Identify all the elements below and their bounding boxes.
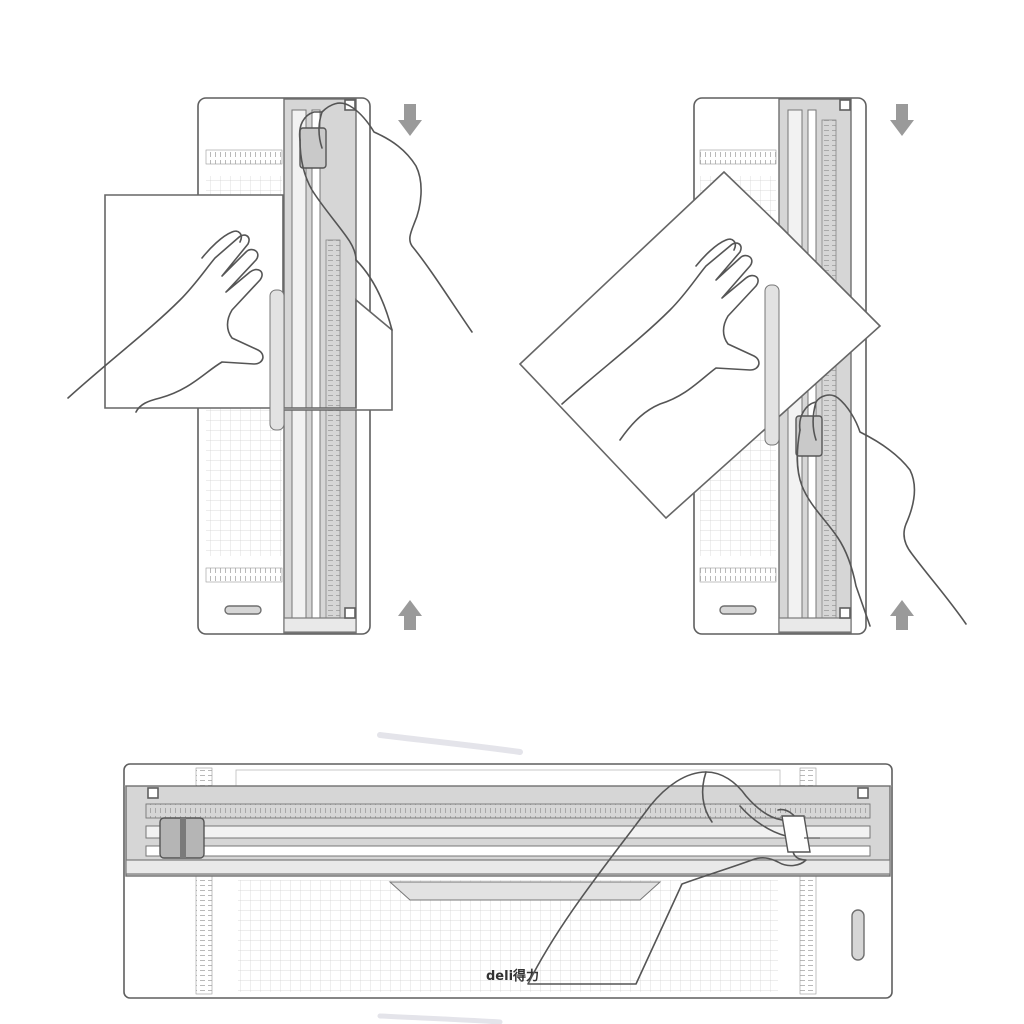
handle-slot xyxy=(851,909,865,961)
paper-sheet xyxy=(104,194,393,431)
arrow-up-icon xyxy=(890,600,914,630)
arrow-up-icon xyxy=(398,600,422,630)
right-hand xyxy=(527,771,820,985)
paper-sheet xyxy=(518,170,882,520)
left-hand xyxy=(67,230,264,413)
figure-step-1 xyxy=(67,97,473,635)
right-hand xyxy=(298,102,473,333)
arrow-down-icon xyxy=(890,104,914,136)
handle-slot xyxy=(224,605,262,615)
faded-reflection xyxy=(377,1013,503,1024)
left-hand xyxy=(561,238,760,441)
arrow-down-icon xyxy=(398,104,422,136)
cutter-slider xyxy=(795,415,823,457)
brand-logo: deli得力 xyxy=(486,968,539,984)
figure-step-3: deli得力 xyxy=(123,763,893,999)
handle-slot xyxy=(719,605,757,615)
guide-rail xyxy=(125,785,891,901)
faded-caption xyxy=(377,732,523,755)
figure-step-2 xyxy=(518,97,967,635)
guide-rail xyxy=(283,98,357,634)
svg-text:deli得力: deli得力 xyxy=(486,968,539,984)
right-hand xyxy=(795,394,967,627)
